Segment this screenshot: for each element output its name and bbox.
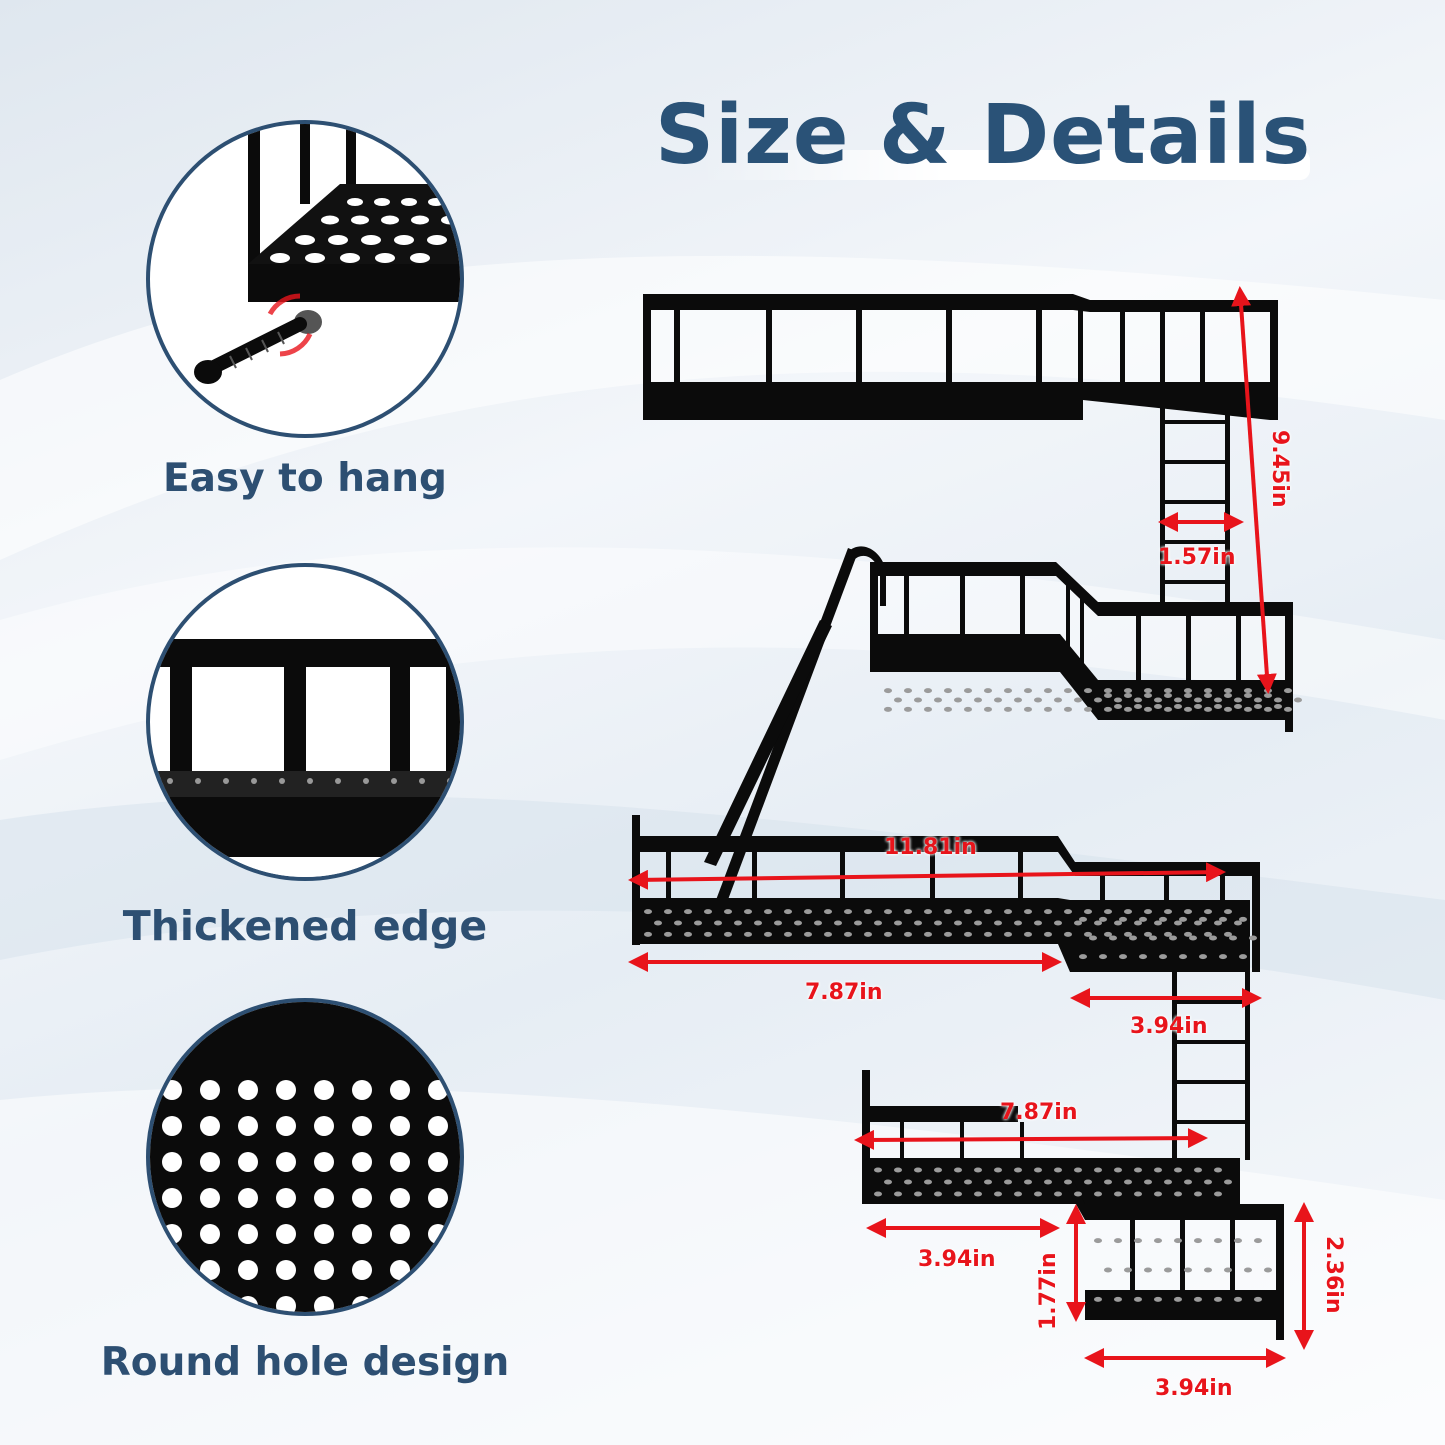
dim-label-tier3-step: 3.94in bbox=[1130, 1014, 1208, 1039]
feature-circle-holes bbox=[146, 998, 464, 1316]
dim-label-height: 9.45in bbox=[1267, 430, 1292, 508]
dim-label-tier4-length: 7.87in bbox=[1000, 1100, 1078, 1125]
screw-icon bbox=[194, 124, 460, 384]
dim-label-tier4-step-height: 1.77in bbox=[1036, 1252, 1061, 1330]
dim-label-ladder: 1.57in bbox=[1158, 545, 1236, 570]
feature-label-hang: Easy to hang bbox=[163, 456, 447, 501]
page-title: Size & Details bbox=[655, 88, 1312, 183]
measure-arrow-tier3-length bbox=[628, 862, 1226, 890]
perforated-icon bbox=[150, 1002, 460, 1312]
measure-arrow-height bbox=[1231, 286, 1277, 694]
feature-label-edge: Thickened edge bbox=[122, 902, 488, 950]
dim-label-tier3-main: 7.87in bbox=[805, 980, 883, 1005]
dim-label-tier3-length: 11.81in bbox=[884, 835, 977, 860]
feature-circle-edge bbox=[146, 563, 464, 881]
dim-label-tier4-step: 3.94in bbox=[1155, 1376, 1233, 1401]
dim-label-tier4-height: 2.36in bbox=[1321, 1236, 1346, 1314]
title-underline bbox=[700, 150, 1310, 180]
measure-arrow-tier4-length bbox=[854, 1128, 1208, 1150]
feature-label-holes: Round hole design bbox=[100, 1340, 510, 1385]
edge-icon bbox=[150, 639, 460, 877]
dim-label-tier4-main: 3.94in bbox=[918, 1247, 996, 1272]
feature-circle-hang bbox=[146, 120, 464, 438]
